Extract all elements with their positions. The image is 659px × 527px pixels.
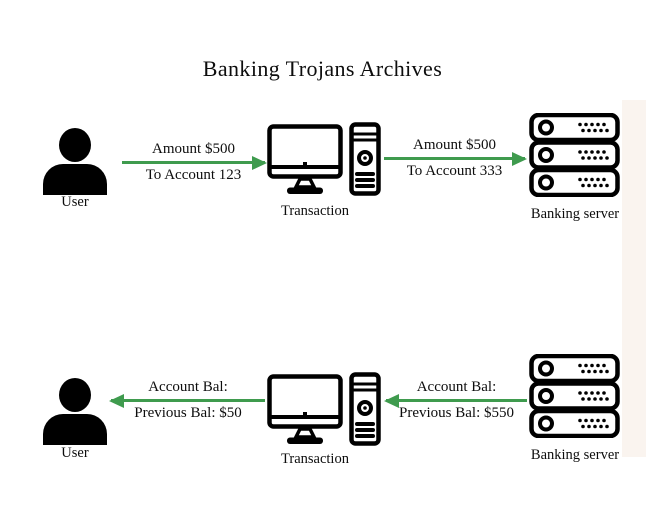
arrow-label-bottom: To Account 123 — [145, 167, 242, 183]
transaction-label: Transaction — [281, 451, 349, 467]
server-label: Banking server — [530, 206, 620, 222]
computer-icon — [267, 372, 381, 447]
server-icon — [529, 354, 621, 438]
arrow-label-top: Amount $500 — [413, 137, 496, 153]
user-label: User — [61, 194, 89, 210]
arrow-line-right-icon — [122, 155, 267, 170]
server-icon — [529, 113, 621, 197]
user-icon — [43, 378, 107, 445]
computer-icon — [267, 122, 381, 197]
arrow-label-top: Account Bal: — [148, 379, 228, 395]
page-edge-strip — [622, 100, 646, 457]
arrow-label-bottom: Previous Bal: $50 — [134, 405, 242, 421]
arrow-label-bottom: To Account 333 — [406, 163, 503, 179]
arrow-line-left-icon — [109, 393, 265, 408]
user-label: User — [61, 445, 89, 461]
arrow-line-left-icon — [384, 393, 527, 408]
transaction-label: Transaction — [281, 203, 349, 219]
flow-arrow-transaction-to-server: Amount $500 To Account 333 — [384, 136, 527, 180]
arrow-line-right-icon — [384, 151, 527, 166]
flow-arrow-server-to-transaction: Account Bal: Previous Bal: $550 — [384, 378, 527, 422]
arrow-label-bottom: Previous Bal: $550 — [399, 405, 514, 421]
server-label: Banking server — [530, 447, 620, 463]
user-icon — [43, 128, 107, 195]
arrow-label-top: Amount $500 — [152, 141, 235, 157]
flow-arrow-transaction-to-user: Account Bal: Previous Bal: $50 — [109, 378, 265, 422]
arrow-label-top: Account Bal: — [416, 379, 497, 395]
page-title: Banking Trojans Archives — [202, 56, 443, 81]
flow-arrow-user-to-transaction: Amount $500 To Account 123 — [122, 140, 267, 184]
